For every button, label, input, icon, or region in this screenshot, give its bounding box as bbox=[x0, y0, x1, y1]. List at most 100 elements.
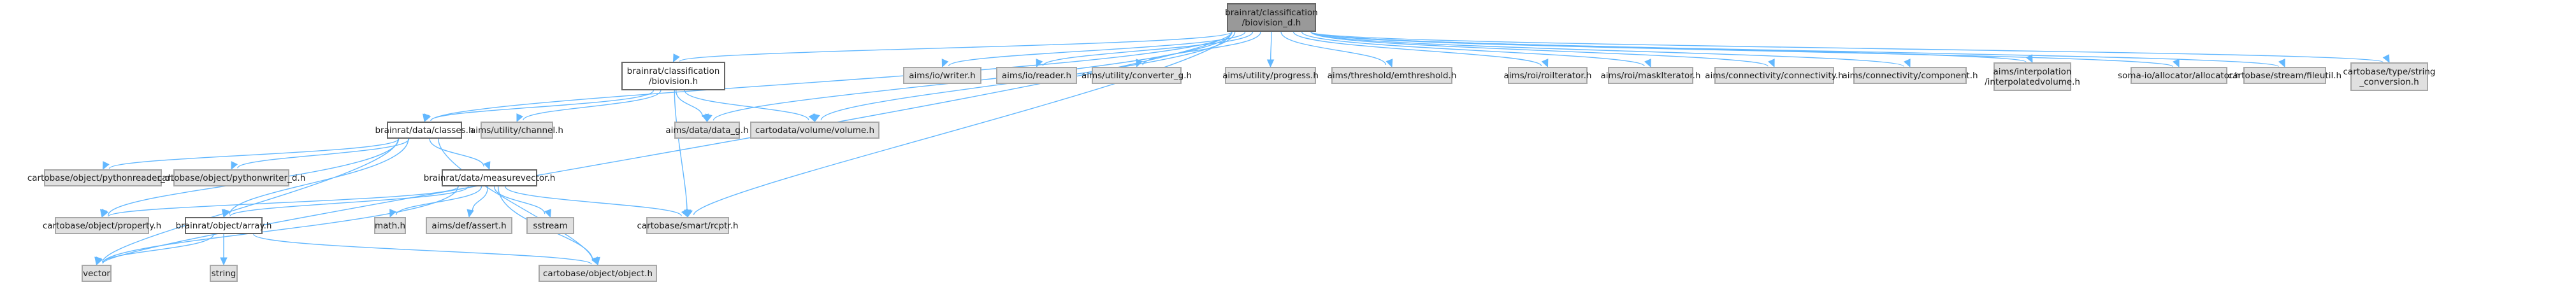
node-pythonwriter-d-h: cartobase/object/pythonwriter_d.h bbox=[157, 169, 305, 186]
node-string-conversion-h: cartobase/type/string _conversion.h bbox=[2343, 62, 2436, 91]
edge-biovision_d-to-connectivity bbox=[1310, 31, 1769, 67]
node-label: aims/def/assert.h bbox=[431, 220, 507, 231]
arrowhead-array-to-object bbox=[591, 256, 598, 266]
node-label: cartobase/type/string _conversion.h bbox=[2343, 66, 2436, 87]
node-connectivity-h: aims/connectivity/connectivity.h bbox=[1705, 67, 1844, 84]
arrowhead-biovision_d-to-reader bbox=[1036, 59, 1043, 68]
node-label: cartobase/smart/rcptr.h bbox=[637, 220, 739, 231]
node-label: aims/roi/maskIterator.h bbox=[1600, 70, 1701, 81]
edge-biovision_d-to-converter_g bbox=[1142, 31, 1261, 66]
edge-measurevector-to-array bbox=[229, 186, 469, 217]
arrowhead-measurevector-to-assert bbox=[467, 209, 474, 218]
arrowhead-biovision_d-to-component bbox=[1904, 59, 1911, 68]
node-maskiterator-h: aims/roi/maskIterator.h bbox=[1601, 67, 1700, 84]
node-measurevector-h[interactable]: brainrat/data/measurevector.h bbox=[424, 169, 555, 186]
node-emthreshold-h: aims/threshold/emthreshold.h bbox=[1328, 67, 1456, 84]
node-label: aims/connectivity/component.h bbox=[1842, 70, 1978, 81]
edge-biovision_d-to-biovision bbox=[679, 31, 1233, 62]
edge-measurevector-to-math bbox=[395, 186, 482, 216]
node-rcptr-h: cartobase/smart/rcptr.h bbox=[637, 217, 739, 234]
node-array-h[interactable]: brainrat/object/array.h bbox=[176, 217, 271, 234]
arrowhead-array-to-string bbox=[220, 257, 228, 266]
arrowhead-biovision-to-classes bbox=[424, 113, 431, 123]
node-label: aims/roi/roiIterator.h bbox=[1503, 70, 1592, 81]
node-label: cartodata/volume/volume.h bbox=[755, 125, 875, 136]
node-label: brainrat/classification /biovision.h bbox=[626, 66, 720, 87]
edge-biovision_d-to-reader bbox=[1042, 31, 1254, 66]
arrowhead-biovision_d-to-writer bbox=[941, 59, 949, 68]
node-pythonreader-d-h: cartobase/object/pythonreader_d.h bbox=[27, 169, 178, 186]
edge-measurevector-to-assert bbox=[472, 186, 489, 212]
node-label: cartobase/object/property.h bbox=[42, 220, 162, 231]
arrowhead-classes-to-pyreader bbox=[102, 161, 110, 171]
edge-measurevector-to-rcptr bbox=[505, 186, 682, 216]
node-object-h: cartobase/object/object.h bbox=[539, 265, 657, 282]
node-math-h: math.h bbox=[374, 217, 406, 234]
node-biovision-d-h[interactable]: brainrat/classification /biovision_d.h bbox=[1225, 3, 1318, 32]
edge-array-to-vector bbox=[102, 234, 214, 263]
node-classes-h[interactable]: brainrat/data/classes.h bbox=[375, 122, 474, 139]
node-label: vector bbox=[83, 268, 110, 279]
node-label: aims/io/writer.h bbox=[909, 70, 976, 81]
edge-biovision-to-rcptr bbox=[674, 90, 688, 211]
edge-array-to-object bbox=[253, 234, 592, 265]
node-volume-h: cartodata/volume/volume.h bbox=[750, 122, 879, 139]
node-label: brainrat/data/measurevector.h bbox=[423, 172, 556, 183]
node-fileutil-h: cartobase/stream/fileutil.h bbox=[2228, 67, 2341, 84]
arrowhead-biovision-to-volume bbox=[808, 113, 816, 123]
edge-biovision_d-to-string_conversion bbox=[1310, 31, 2384, 63]
arrowhead-measurevector-to-rcptr bbox=[681, 209, 688, 218]
edge-measurevector-to-property bbox=[108, 186, 459, 217]
node-label: string bbox=[211, 268, 236, 279]
edge-classes-to-pywriter bbox=[237, 138, 410, 169]
node-assert-h: aims/def/assert.h bbox=[426, 217, 512, 234]
node-component-h: aims/connectivity/component.h bbox=[1842, 67, 1978, 84]
edge-biovision_d-to-maskIterator bbox=[1301, 31, 1645, 67]
arrowhead-biovision_d-to-string_conversion bbox=[2382, 54, 2390, 64]
node-label: aims/utility/progress.h bbox=[1222, 70, 1319, 81]
node-label: aims/utility/converter_g.h bbox=[1081, 70, 1192, 81]
node-label: aims/data/data_g.h bbox=[665, 125, 749, 136]
arrowhead-measurevector-to-sstream bbox=[544, 209, 551, 218]
arrowhead-array-to-vector bbox=[96, 256, 103, 266]
node-property-h: cartobase/object/property.h bbox=[43, 217, 161, 234]
edge-biovision_d-to-fileutil bbox=[1310, 31, 2279, 67]
arrowhead-biovision_d-to-allocator bbox=[2173, 59, 2180, 68]
node-vector: vector bbox=[82, 265, 112, 282]
node-label: cartobase/object/pythonreader_d.h bbox=[27, 172, 179, 183]
edge-biovision_d-to-writer bbox=[948, 31, 1246, 67]
node-label: aims/utility/channel.h bbox=[470, 125, 563, 136]
node-label: brainrat/data/classes.h bbox=[375, 125, 474, 136]
edge-biovision_d-to-vector bbox=[102, 31, 1233, 264]
node-label: aims/connectivity/connectivity.h bbox=[1705, 70, 1844, 81]
node-progress-h: aims/utility/progress.h bbox=[1222, 67, 1319, 84]
arrowhead-classes-to-pywriter bbox=[231, 161, 238, 171]
node-label: math.h bbox=[374, 220, 406, 231]
edge-classes-to-measurevector bbox=[429, 138, 484, 167]
edge-measurevector-to-vector bbox=[102, 186, 459, 264]
node-converter-g-h: aims/utility/converter_g.h bbox=[1082, 67, 1192, 84]
node-label: brainrat/object/array.h bbox=[175, 220, 272, 231]
edge-measurevector-to-sstream bbox=[493, 186, 546, 214]
node-biovision-h[interactable]: brainrat/classification /biovision.h bbox=[621, 62, 725, 90]
node-label: cartobase/object/object.h bbox=[542, 268, 653, 279]
edge-biovision_d-to-allocator bbox=[1310, 31, 2173, 67]
edge-biovision-to-volume bbox=[684, 90, 809, 120]
edge-biovision_d-to-classes bbox=[430, 31, 1233, 122]
edge-classes-to-pyreader bbox=[108, 138, 400, 169]
edge-biovision-to-data_g bbox=[676, 90, 704, 118]
arrowhead-biovision_d-to-maskIterator bbox=[1644, 59, 1651, 68]
node-reader-h: aims/io/reader.h bbox=[996, 67, 1077, 84]
node-sstream: sstream bbox=[526, 217, 574, 234]
node-channel-h: aims/utility/channel.h bbox=[470, 122, 563, 139]
edge-biovision-to-channel bbox=[523, 90, 662, 121]
edge-biovision_d-to-roiIterator bbox=[1292, 31, 1542, 67]
node-label: brainrat/classification /biovision_d.h bbox=[1225, 7, 1318, 28]
node-label: sstream bbox=[533, 220, 568, 231]
arrowhead-biovision_d-to-emthreshold bbox=[1386, 59, 1393, 68]
node-string: string bbox=[210, 265, 238, 282]
edge-biovision_d-to-rcptr bbox=[693, 31, 1233, 216]
node-roiiterator-h: aims/roi/roiIterator.h bbox=[1504, 67, 1591, 84]
node-allocator-h: soma-io/allocator/allocator.h bbox=[2118, 67, 2240, 84]
